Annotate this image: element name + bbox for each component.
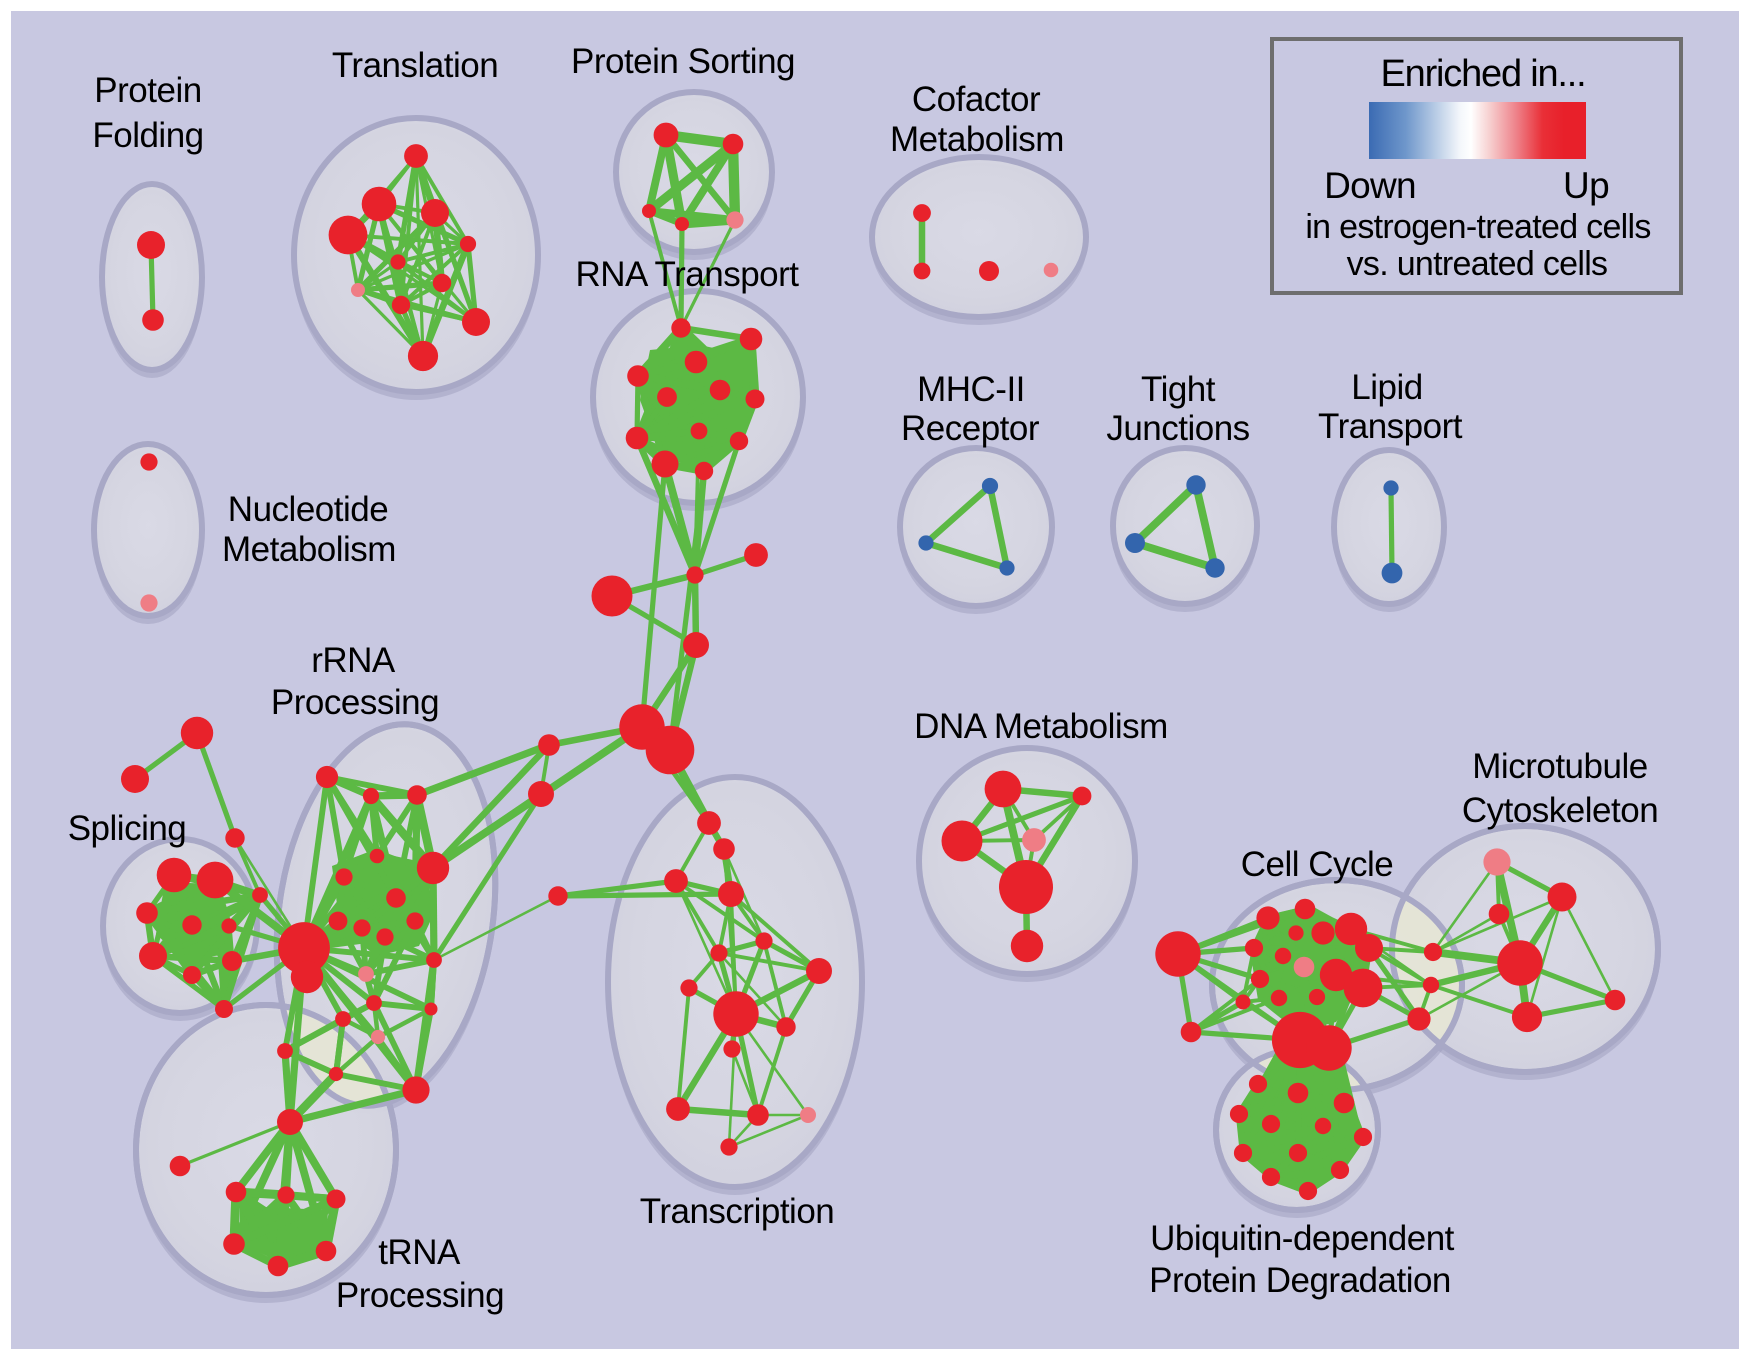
svg-text:in estrogen-treated cells: in estrogen-treated cells [1305, 208, 1650, 246]
svg-text:Receptor: Receptor [901, 409, 1040, 448]
svg-text:Cell Cycle: Cell Cycle [1241, 845, 1394, 884]
svg-text:Folding: Folding [92, 116, 203, 155]
svg-text:Up: Up [1563, 165, 1609, 206]
svg-text:Transport: Transport [1318, 407, 1463, 446]
svg-text:Down: Down [1324, 165, 1416, 206]
svg-text:vs. untreated cells: vs. untreated cells [1347, 245, 1608, 283]
svg-text:Cofactor: Cofactor [912, 80, 1041, 119]
svg-text:Nucleotide: Nucleotide [228, 490, 388, 529]
svg-text:Lipid: Lipid [1351, 368, 1422, 407]
svg-text:Processing: Processing [271, 683, 439, 722]
svg-text:Translation: Translation [332, 46, 498, 85]
svg-text:Microtubule: Microtubule [1472, 747, 1647, 786]
svg-text:DNA Metabolism: DNA Metabolism [914, 707, 1168, 746]
svg-text:RNA Transport: RNA Transport [575, 255, 799, 294]
svg-text:Ubiquitin-dependent: Ubiquitin-dependent [1150, 1219, 1455, 1258]
svg-text:Enriched in...: Enriched in... [1381, 53, 1586, 95]
svg-text:Protein Degradation: Protein Degradation [1149, 1261, 1451, 1300]
svg-text:Cytoskeleton: Cytoskeleton [1462, 791, 1658, 830]
svg-text:rRNA: rRNA [311, 641, 396, 680]
svg-text:Metabolism: Metabolism [222, 530, 396, 569]
svg-text:Splicing: Splicing [68, 809, 187, 848]
svg-text:Processing: Processing [336, 1276, 504, 1315]
svg-text:tRNA: tRNA [378, 1233, 461, 1272]
svg-text:Metabolism: Metabolism [890, 120, 1064, 159]
svg-text:Transcription: Transcription [640, 1192, 835, 1231]
svg-text:MHC-II: MHC-II [917, 370, 1025, 409]
svg-text:Junctions: Junctions [1106, 409, 1249, 448]
svg-text:Protein Sorting: Protein Sorting [571, 42, 795, 81]
svg-text:Protein: Protein [94, 71, 201, 110]
svg-text:Tight: Tight [1141, 370, 1216, 409]
